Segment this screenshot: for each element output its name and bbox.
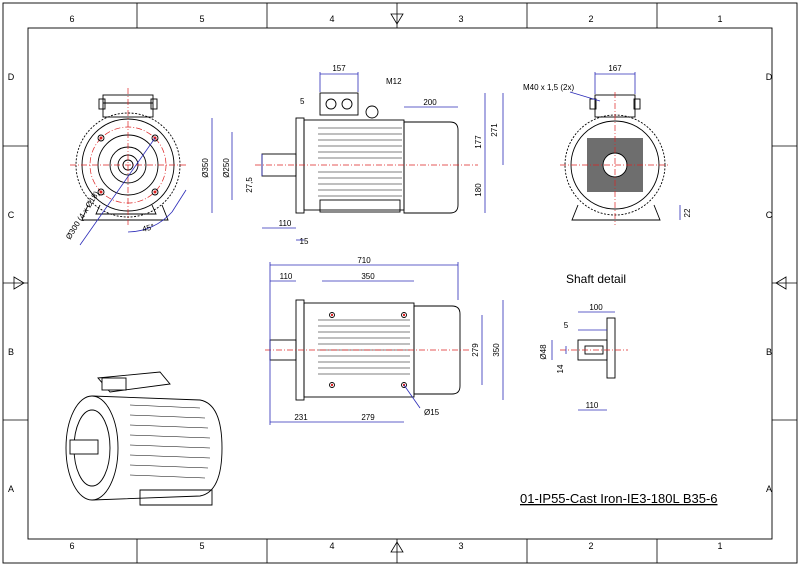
shaft-detail-label: Shaft detail: [566, 272, 626, 286]
zone-top-3: 3: [458, 14, 463, 24]
key-width-dim: 14: [556, 364, 565, 373]
zone-left-c: C: [8, 210, 15, 220]
zone-top-4: 4: [329, 14, 334, 24]
foot-span-dim: 350: [361, 272, 375, 281]
spigot-dia-dim: Ø250: [222, 158, 231, 178]
zone-bottom-1: 1: [717, 541, 722, 551]
zone-top-2: 2: [588, 14, 593, 24]
centering-marks: [3, 3, 797, 563]
zone-bottom-3: 3: [458, 541, 463, 551]
key-offset-dim: 5: [564, 321, 569, 330]
hole-dia-dim: Ø15: [424, 408, 440, 417]
flange-angle-dimension: 45°: [141, 222, 155, 234]
zone-top-6: 6: [69, 14, 74, 24]
side-view: 157 M12 5 200 Ø350 Ø250 27,5 271 177 180…: [201, 64, 504, 246]
zone-left-b: B: [8, 347, 14, 357]
zone-bottom-2: 2: [588, 541, 593, 551]
zone-right-a: A: [766, 484, 772, 494]
zone-ticks: [3, 3, 797, 563]
zone-top-5: 5: [199, 14, 204, 24]
shaft-radius-dim: 27,5: [245, 177, 254, 193]
top-shaft-length-dim: 110: [280, 272, 293, 281]
total-height-dim: 271: [490, 123, 499, 137]
shaft-height-dim: 180: [474, 183, 483, 197]
overall-width-dim: 350: [492, 343, 501, 357]
drawing-title: 01-IP55-Cast Iron-IE3-180L B35-6: [520, 491, 718, 506]
top-height-dim: 177: [474, 135, 483, 149]
lifting-eye-dim: M12: [386, 77, 402, 86]
shaft-detail: 100 5 Ø48 14 110: [539, 303, 628, 411]
zone-bottom-4: 4: [329, 541, 334, 551]
zone-right-d: D: [766, 72, 773, 82]
shaft-overall-dim: 110: [586, 401, 599, 410]
foot-length-dim: 279: [361, 413, 375, 422]
zone-bottom-6: 6: [69, 541, 74, 551]
zone-right-b: B: [766, 347, 772, 357]
flange-dia-dim: Ø350: [201, 158, 210, 178]
rear-box-width-dim: 167: [608, 64, 622, 73]
zone-right-c: C: [766, 210, 773, 220]
zone-top-1: 1: [717, 14, 722, 24]
overall-length-dim: 710: [357, 256, 371, 265]
gland-label: M40 x 1,5 (2x): [523, 83, 574, 92]
shaft-length-dim: 110: [279, 219, 292, 228]
top-view: 710 110 350 279 350 231 279 Ø15: [265, 256, 504, 425]
flange-thickness-dim: 5: [300, 97, 305, 106]
shaft-dia-dim: Ø48: [539, 344, 548, 360]
zone-left-a: A: [8, 484, 14, 494]
foot-width-dim: 279: [471, 343, 480, 357]
fan-cover-length-dim: 200: [423, 98, 437, 107]
inner-frame: [27, 27, 773, 540]
bolt-circle-dimension: Ø300 (4 x Ø18): [64, 189, 101, 241]
rear-view: 167 M40 x 1,5 (2x) 22: [523, 64, 692, 225]
flange-offset-dim: 15: [300, 237, 309, 246]
shaft-length-detail-dim: 100: [589, 303, 603, 312]
zone-left-d: D: [8, 72, 15, 82]
isometric-view: [65, 371, 223, 506]
zone-bottom-5: 5: [199, 541, 204, 551]
foot-height-dim: 22: [683, 208, 692, 217]
terminal-box-width-dim: 157: [332, 64, 346, 73]
foot-offset-dim: 231: [294, 413, 308, 422]
front-view: Ø300 (4 x Ø18) 45°: [64, 88, 187, 246]
